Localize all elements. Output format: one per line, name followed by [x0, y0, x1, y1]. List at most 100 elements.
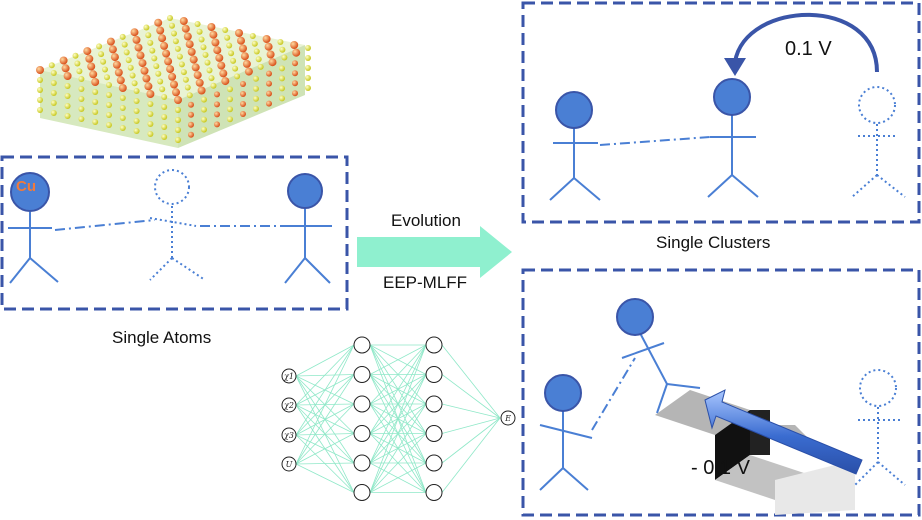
cu-atom	[168, 72, 177, 81]
substrate-atom	[133, 118, 140, 124]
atom-head	[555, 91, 593, 129]
cu-atom	[172, 88, 180, 97]
substrate-atom	[161, 134, 168, 140]
substrate-atom	[251, 40, 258, 47]
substrate-atom	[222, 27, 229, 33]
cu-atom	[290, 41, 299, 49]
substrate-atom	[214, 111, 220, 118]
substrate-atom	[305, 75, 311, 81]
substrate-atom	[106, 122, 112, 128]
substrate-atom	[155, 70, 162, 77]
substrate-atom	[157, 78, 164, 85]
network-edge	[295, 462, 355, 465]
substrate-atom	[194, 21, 201, 27]
cu-atom	[156, 26, 165, 35]
cu-atom	[174, 96, 182, 104]
substrate-atom	[92, 99, 99, 105]
substrate-atom	[143, 24, 150, 31]
cu-atom	[179, 17, 188, 25]
substrate-atom	[226, 42, 233, 49]
hidden-node	[353, 454, 371, 472]
cu-element-label: Cu	[16, 178, 36, 195]
cu-atom	[36, 66, 44, 74]
substrate-atom	[131, 80, 138, 87]
cu-atom	[237, 36, 245, 45]
cu-atom	[83, 47, 92, 56]
substrate-atom	[78, 116, 85, 122]
arrowhead-icon	[724, 58, 746, 76]
substrate-atom	[232, 65, 239, 72]
substrate-atom	[176, 53, 183, 60]
output-node-label: E	[504, 414, 511, 423]
cu-atom	[191, 63, 200, 72]
cluster-vacant-figure	[851, 86, 906, 198]
substrate-atom	[119, 95, 126, 101]
substrate-atom	[78, 76, 85, 82]
cu-atom	[89, 70, 98, 79]
substrate-atom	[119, 125, 126, 131]
substrate-atom	[151, 55, 158, 62]
cu-atom	[181, 24, 190, 33]
flying-figure	[621, 332, 701, 414]
substrate-atom	[147, 111, 154, 117]
substrate-atom	[175, 107, 181, 113]
negative-voltage-label: - 0.1 V	[691, 457, 750, 479]
cu-atom	[239, 44, 247, 53]
substrate-atom	[64, 113, 71, 119]
substrate-atom	[230, 57, 237, 64]
hidden-node	[353, 336, 371, 354]
substrate-atom	[149, 47, 156, 54]
substrate-atom	[147, 131, 154, 137]
substrate-atom	[161, 104, 168, 110]
substrate-atom	[125, 57, 132, 64]
substrate-atom	[133, 88, 140, 94]
network-edge	[369, 403, 427, 493]
eep-mlff-label: EEP-MLFF	[383, 273, 468, 292]
input-node-label: U	[286, 460, 293, 469]
atom-head	[287, 173, 323, 209]
substrate-atom	[174, 45, 181, 52]
input-node	[281, 427, 297, 443]
substrate-atom	[208, 75, 215, 82]
network-edge	[441, 344, 501, 419]
substrate-atom	[255, 56, 262, 63]
substrate-atom	[64, 103, 71, 109]
cu-atom	[185, 40, 194, 49]
substrate-atom	[178, 61, 185, 68]
substrate-atom	[253, 85, 259, 92]
cu-atom	[146, 90, 155, 98]
bond-line	[54, 219, 156, 231]
network-edge	[441, 374, 501, 419]
substrate-atom	[266, 80, 272, 87]
negative-bias-frame	[521, 268, 921, 517]
substrate-atom	[50, 70, 57, 76]
substrate-atom	[175, 137, 181, 143]
cu-atom	[118, 84, 127, 92]
cu-atom	[138, 59, 147, 68]
cluster-figure-middle	[707, 114, 759, 198]
substrate-atom	[279, 65, 285, 72]
cu-atom	[130, 28, 139, 37]
network-edge	[295, 344, 355, 465]
substrate-atom	[204, 59, 211, 66]
substrate-atom	[161, 114, 168, 120]
substrate-atom	[172, 38, 179, 45]
hidden-node	[425, 484, 443, 501]
positive-voltage-label: 0.1 V	[785, 38, 832, 60]
substrate-atom	[292, 80, 298, 87]
substrate-atom	[279, 46, 286, 53]
cu-atom	[292, 48, 301, 57]
network-edge	[369, 433, 427, 493]
atom-head	[713, 78, 751, 116]
cluster-figure-left	[549, 127, 601, 201]
cu-atom	[116, 76, 125, 85]
cu-atom	[197, 86, 206, 95]
low-figure	[539, 410, 593, 491]
crystal-slab-illustration	[36, 15, 311, 148]
substrate-atom	[266, 90, 272, 97]
substrate-atom	[147, 101, 154, 107]
substrate-atom	[292, 60, 298, 67]
substrate-atom	[210, 82, 217, 89]
cu-atom	[209, 30, 218, 39]
